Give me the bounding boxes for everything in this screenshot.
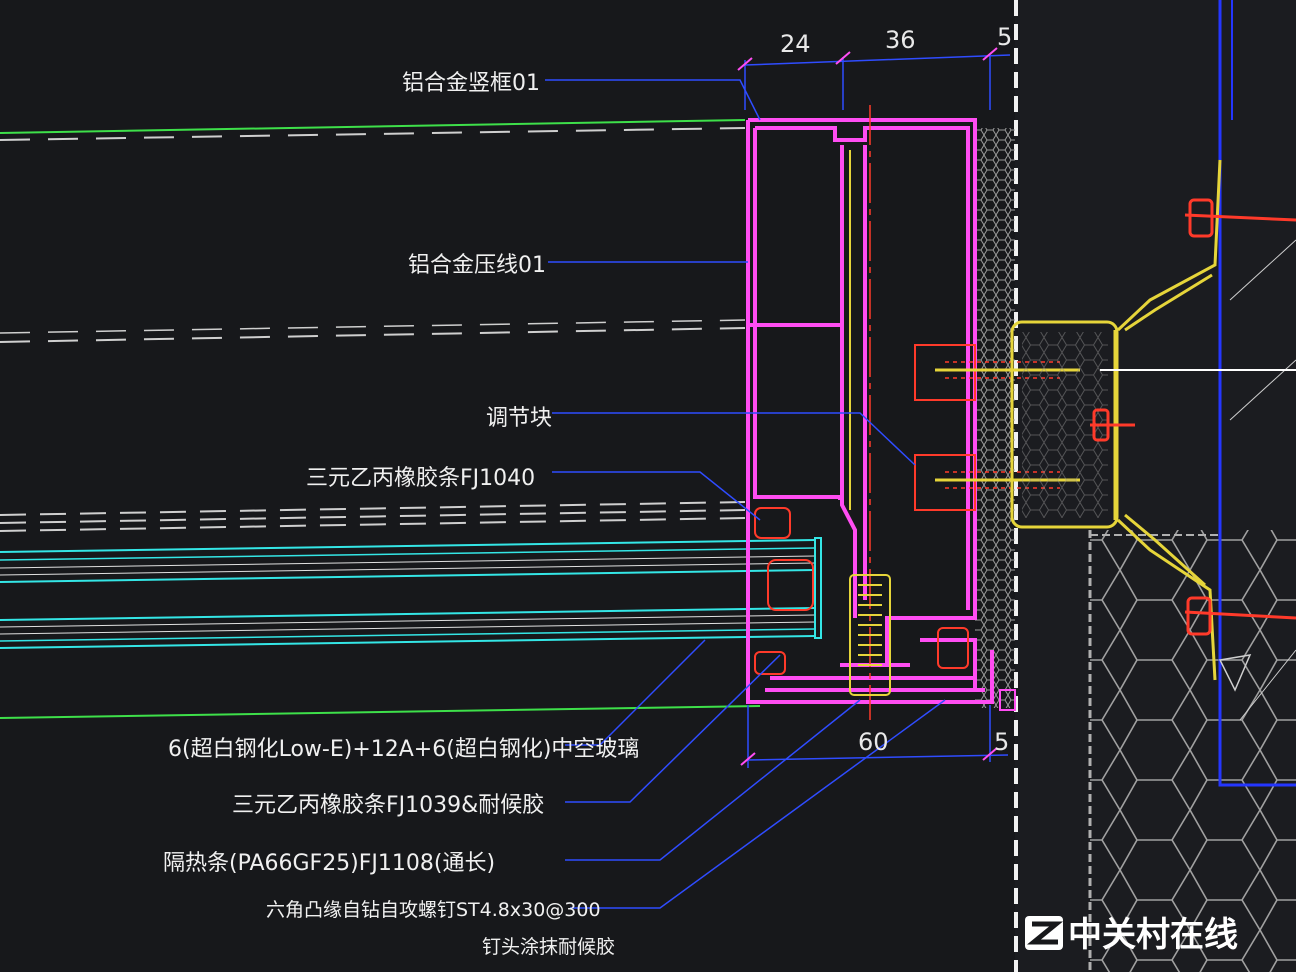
edge-seal xyxy=(999,689,1016,711)
dimension-lines xyxy=(744,54,1011,768)
insulated-glass xyxy=(0,537,822,719)
label-adjust-block: 调节块 xyxy=(486,406,552,431)
dimension-bottom-5: 5 xyxy=(994,728,1009,756)
dimension-top-24: 24 xyxy=(780,30,811,58)
dimension-ticks xyxy=(737,47,998,766)
watermark-logo xyxy=(1025,916,1064,950)
gaskets xyxy=(754,344,976,675)
bracket-fill xyxy=(1022,332,1108,518)
dimension-top-5: 5 xyxy=(997,23,1012,51)
label-gasket-fj1040: 三元乙丙橡胶条FJ1040 xyxy=(306,466,535,491)
label-mullion: 铝合金竖框01 xyxy=(402,71,540,96)
dimension-top-36: 36 xyxy=(885,26,916,54)
dashed-line-top xyxy=(0,127,746,141)
dashed-line-mid-1 xyxy=(0,327,746,343)
leader-lines xyxy=(545,79,946,909)
watermark-text: 中关村在线 xyxy=(1068,915,1238,955)
label-glass-spec: 6(超白钢化Low-E)+12A+6(超白钢化)中空玻璃 xyxy=(168,737,639,762)
label-screw-sealant: 钉头涂抹耐候胶 xyxy=(482,936,615,958)
label-pressure-plate: 铝合金压线01 xyxy=(408,253,546,278)
anchor-bolts xyxy=(1090,198,1296,636)
dimension-bottom-60: 60 xyxy=(858,728,889,756)
insulation-strip xyxy=(975,128,1015,708)
label-gasket-fj1039: 三元乙丙橡胶条FJ1039&耐候胶 xyxy=(232,793,544,818)
arrow-mark xyxy=(1218,654,1252,692)
dashed-line-low-2 xyxy=(0,509,746,524)
label-screw-spec: 六角凸缘自钻自攻螺钉ST4.8x30@300 xyxy=(266,899,601,921)
dashed-line-low-1 xyxy=(0,501,746,516)
steel-outline xyxy=(1218,0,1296,787)
label-thermal-break: 隔热条(PA66GF25)FJ1108(通长) xyxy=(163,851,495,876)
wall-honeycomb-hatch xyxy=(1090,530,1296,972)
dashed-line-low-3 xyxy=(0,517,746,532)
green-line-top xyxy=(0,119,746,134)
dashed-line-mid-2 xyxy=(0,319,746,334)
